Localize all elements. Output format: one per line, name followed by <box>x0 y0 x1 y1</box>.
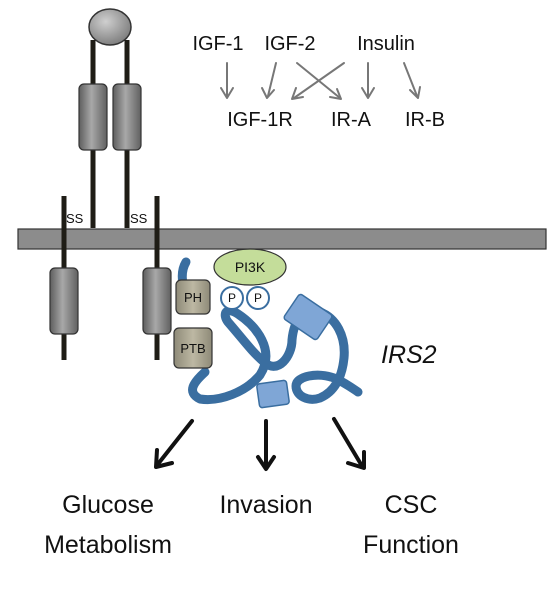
pi3k-label: PI3K <box>235 259 266 275</box>
outcome-csc-line1: CSC <box>385 491 438 519</box>
ligand-receptor-arrows <box>220 62 421 100</box>
receptor-igf1r: IGF-1R <box>227 109 293 131</box>
receptor-segment-upper-right <box>112 83 142 151</box>
receptor-ira: IR-A <box>331 109 372 131</box>
outcome-glucose-line2: Metabolism <box>44 531 172 559</box>
receptor-segment-lower-right <box>142 267 172 335</box>
outcome-csc-line2: Function <box>363 531 459 559</box>
disulfide-bonds: SS SS <box>66 211 148 226</box>
irs2-label: IRS2 <box>381 341 437 369</box>
ph-domain-box <box>175 279 211 315</box>
ligand-insulin: Insulin <box>357 33 415 55</box>
irs2-box-2 <box>256 379 290 409</box>
ph-domain-label: PH <box>184 290 202 305</box>
receptor-segment-lower-left <box>49 267 79 335</box>
phosphate-circle-2 <box>246 286 270 310</box>
outcome-arrows <box>154 417 366 471</box>
phosphate-circle-1 <box>220 286 244 310</box>
ligand-igf1: IGF-1 <box>192 33 243 55</box>
phosphate-label-1: P <box>228 291 236 305</box>
outcome-invasion: Invasion <box>219 491 312 519</box>
receptor-segment-upper-left <box>78 83 108 151</box>
ligand-igf2: IGF-2 <box>264 33 315 55</box>
ptb-domain-label: PTB <box>180 341 205 356</box>
disulfide-label-right: SS <box>130 211 148 226</box>
phosphate-label-2: P <box>254 291 262 305</box>
ptb-domain-box <box>173 327 213 369</box>
pi3k-ellipse <box>213 248 287 286</box>
receptor-irb: IR-B <box>405 109 445 131</box>
ligand-ball <box>88 8 132 46</box>
irs2-box-1 <box>283 293 333 341</box>
disulfide-label-left: SS <box>66 211 84 226</box>
outcome-glucose-line1: Glucose <box>62 491 154 519</box>
cell-membrane <box>17 228 547 250</box>
